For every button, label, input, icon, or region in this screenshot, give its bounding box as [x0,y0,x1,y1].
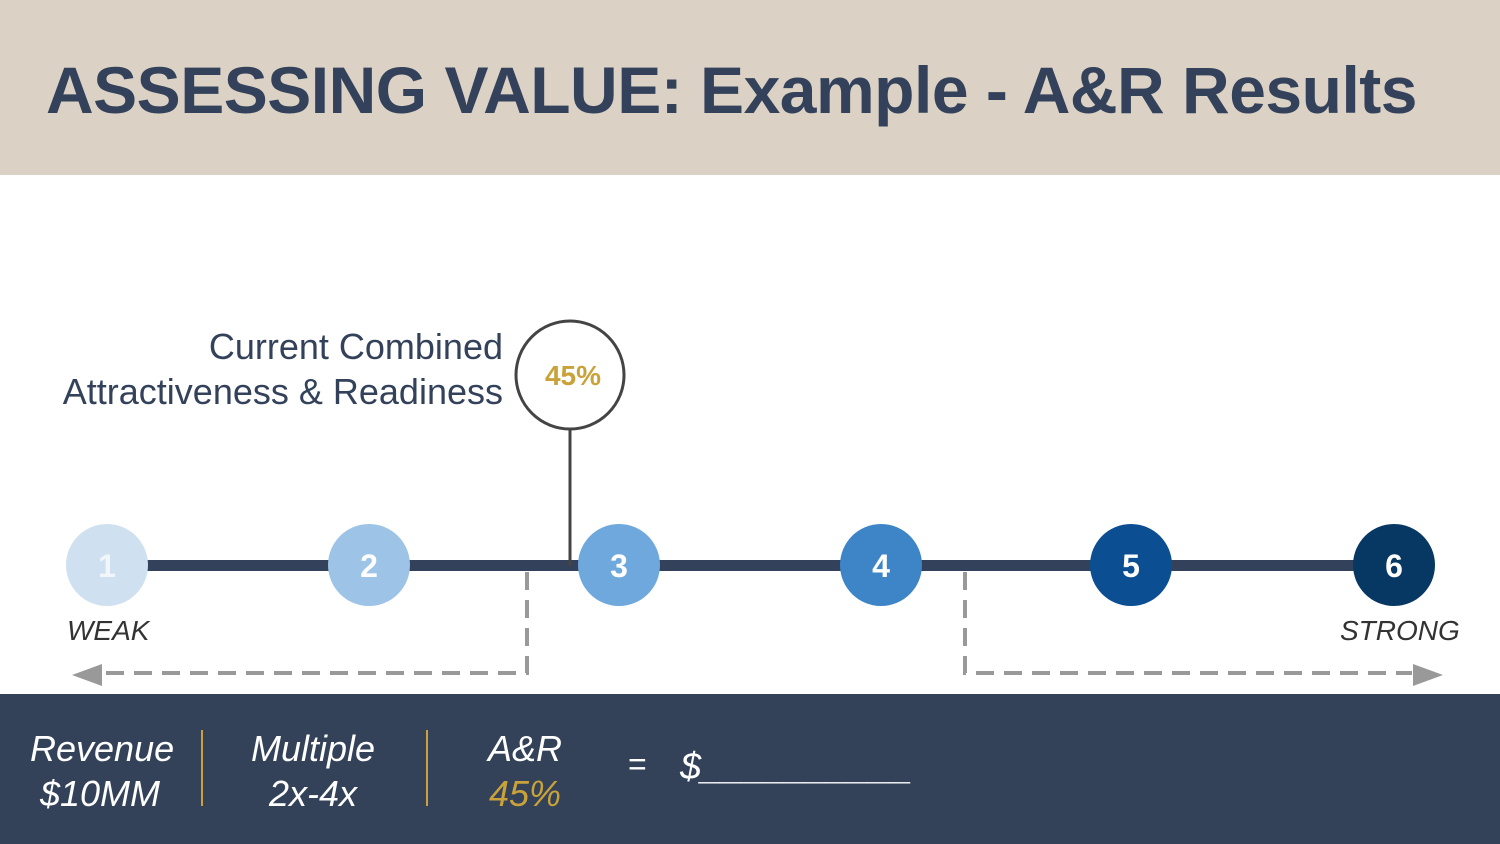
left-arrowhead-icon [72,664,102,686]
ar-block: A&R 45% [470,726,580,816]
page-title: ASSESSING VALUE: Example - A&R Results [46,53,1417,127]
divider [426,730,428,806]
scale-step-label: 1 [98,548,116,584]
scale-bar [107,560,1394,571]
weak-dashed-arrow [102,572,529,675]
footer-band: Revenue $10MM Multiple 2x-4x A&R 45% = $… [0,694,1500,844]
multiple-block: Multiple 2x-4x [238,726,388,816]
multiple-label: Multiple [250,728,376,769]
result-blank: $__________ [680,746,913,788]
right-arrowhead-icon [1413,664,1443,686]
scale-step-5 [1090,524,1172,606]
header-band: ASSESSING VALUE: Example - A&R Results [0,0,1500,175]
multiple-value: 2x-4x [268,773,358,814]
scale-step-label: 6 [1385,548,1403,584]
revenue-block: Revenue $10MM [30,726,175,816]
callout-value: 45% [545,360,601,391]
ar-label: A&R [487,728,563,769]
scale-step-label: 5 [1122,548,1140,584]
scale-step-4 [840,524,922,606]
scale-step-label: 2 [360,548,378,584]
revenue-value: $10MM [39,773,161,814]
callout-label-line2: Attractiveness & Readiness [62,371,503,412]
scale-step-2 [328,524,410,606]
callout-label: Current Combined Attractiveness & Readin… [63,324,503,414]
scale-step-label: 3 [610,548,628,584]
scale-step-label: 4 [872,548,890,584]
scale-step-3 [578,524,660,606]
equals-sign: = [628,746,647,782]
revenue-label: Revenue [30,728,175,769]
scale-step-6 [1353,524,1435,606]
ar-value: 45% [488,773,562,814]
weak-label: WEAK [67,615,150,646]
strong-dashed-arrow [963,572,1412,675]
callout-circle [514,319,626,431]
divider [201,730,203,806]
callout-label-line1: Current Combined [208,326,503,367]
strong-label: STRONG [1340,615,1460,646]
scale-step-1 [66,524,148,606]
